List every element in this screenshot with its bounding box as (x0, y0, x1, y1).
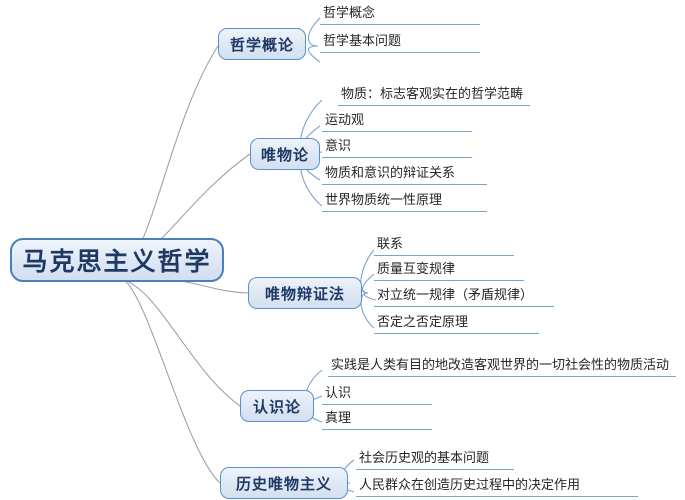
leaf-item-label: 意识 (325, 139, 352, 154)
leaf-item[interactable]: 意识 (322, 138, 472, 158)
leaf-item-label: 认识 (325, 386, 352, 401)
leaf-item-label: 人民群众在创造历史过程中的决定作用 (359, 478, 581, 493)
leaf-bracket-11 (360, 292, 375, 329)
leaf-item[interactable]: 物质：标志客观实在的哲学范畴 (338, 86, 530, 106)
leaf-item-label: 物质：标志客观实在的哲学范畴 (341, 87, 524, 102)
leaf-item[interactable]: 人民群众在创造历史过程中的决定作用 (356, 477, 638, 497)
leaf-item-label: 世界物质统一性原理 (325, 193, 443, 208)
leaf-item[interactable]: 世界物质统一性原理 (322, 192, 487, 212)
leaf-bracket-8 (360, 249, 375, 294)
leaf-bracket-2 (307, 45, 321, 63)
root-node-label: 马克思主义哲学 (22, 247, 212, 276)
branch-node-epistemology[interactable]: 认识论 (240, 390, 314, 422)
leaf-item[interactable]: 实践是人类有目的地改造客观世界的一切社会性的物质活动 (328, 357, 676, 377)
leaf-item-label: 物质和意识的辩证关系 (325, 166, 456, 181)
branch-node-historical-materialism[interactable]: 历史唯物主义 (220, 467, 348, 499)
branch-node-label: 哲学概论 (229, 35, 294, 54)
leaf-item-label: 社会历史观的基本问题 (359, 451, 490, 466)
leaf-bracket-1 (307, 17, 321, 47)
root-node[interactable]: 马克思主义哲学 (10, 238, 224, 282)
leaf-item-label: 质量互变规律 (377, 262, 456, 277)
leaf-item-label: 运动观 (325, 113, 365, 128)
leaf-item-label: 实践是人类有目的地改造客观世界的一切社会性的物质活动 (331, 358, 670, 373)
branch-node-materialism[interactable]: 唯物论 (250, 138, 320, 170)
leaf-item-label: 对立统一规律（矛盾规律） (377, 288, 534, 303)
leaf-item[interactable]: 否定之否定原理 (374, 314, 539, 334)
connector-root-to-branch-4 (123, 279, 241, 407)
leaf-item[interactable]: 真理 (322, 410, 432, 430)
leaf-item-label: 联系 (377, 237, 404, 252)
leaf-item[interactable]: 哲学概念 (320, 5, 480, 25)
connector-root-to-branch-5 (123, 279, 221, 484)
connector-root-to-branch-1 (123, 45, 219, 263)
branch-node-label: 唯物辩证法 (264, 284, 345, 303)
leaf-item[interactable]: 联系 (374, 236, 514, 256)
leaf-item[interactable]: 认识 (322, 385, 432, 405)
branch-node-label: 认识论 (252, 397, 301, 416)
leaf-item-label: 哲学基本问题 (323, 34, 402, 49)
leaf-bracket-9 (361, 273, 375, 294)
leaf-item-label: 哲学概念 (323, 6, 376, 21)
leaf-item-label: 真理 (325, 411, 352, 426)
branch-node-dialectics[interactable]: 唯物辩证法 (248, 277, 362, 309)
branch-node-label: 历史唯物主义 (235, 474, 332, 493)
branch-node-philosophy-intro[interactable]: 哲学概论 (218, 28, 306, 60)
leaf-item-label: 否定之否定原理 (377, 315, 469, 330)
leaf-item[interactable]: 社会历史观的基本问题 (356, 450, 514, 470)
leaf-item[interactable]: 物质和意识的辩证关系 (322, 165, 487, 185)
leaf-item[interactable]: 对立统一规律（矛盾规律） (374, 287, 554, 307)
leaf-item[interactable]: 哲学基本问题 (320, 33, 480, 53)
branch-node-label: 唯物论 (260, 145, 309, 164)
leaf-item[interactable]: 质量互变规律 (374, 261, 524, 281)
leaf-item[interactable]: 运动观 (322, 112, 472, 132)
